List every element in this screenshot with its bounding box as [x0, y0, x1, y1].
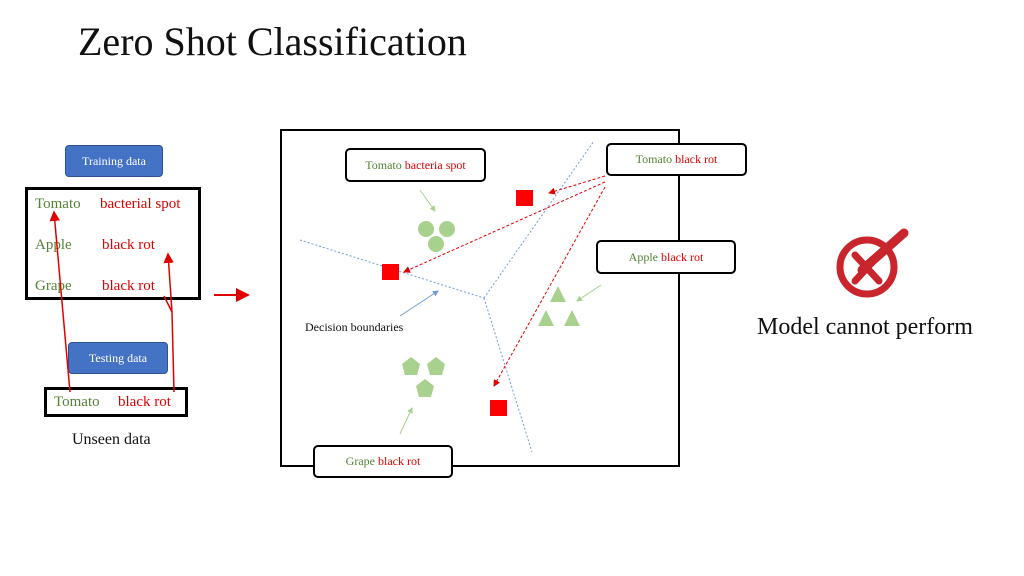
projection-arrow-2 — [403, 181, 606, 273]
projection-arrow-1 — [548, 175, 606, 195]
testing-crop: Tomato — [54, 394, 100, 410]
decision-label-arrow — [399, 290, 439, 317]
unseen-data-label: Unseen data — [72, 431, 151, 448]
label-crop: Tomato — [635, 152, 673, 166]
label-tomato-black-rot: Tomato black rot — [606, 143, 747, 176]
decision-boundary-3 — [483, 297, 533, 453]
tomato-cluster-arrow — [419, 189, 436, 212]
testing-data-table: Tomato black rot — [44, 387, 188, 417]
training-crop-3: Grape — [35, 278, 72, 294]
unseen-sample-square — [490, 400, 507, 416]
label-disease: black rot — [675, 152, 718, 166]
training-crop-1: Tomato — [35, 196, 81, 212]
label-disease: black rot — [378, 454, 421, 468]
grape-point — [427, 357, 445, 375]
mapping-line-black-rot-2 — [163, 295, 173, 313]
apple-point — [564, 310, 580, 326]
decision-boundary-2 — [483, 140, 595, 299]
mapping-line-black-rot — [171, 311, 175, 393]
projection-arrow-3 — [493, 186, 606, 387]
decision-boundaries-label: Decision boundaries — [305, 320, 404, 334]
apple-point — [538, 310, 554, 326]
reject-check-icon — [836, 228, 909, 298]
label-crop: Grape — [345, 454, 375, 468]
training-disease-1: bacterial spot — [100, 196, 181, 212]
label-crop: Tomato — [365, 157, 402, 172]
training-disease-3: black rot — [102, 278, 155, 294]
grape-cluster-arrow — [399, 407, 413, 435]
tomato-point — [418, 221, 434, 237]
training-crop-2: Apple — [35, 237, 72, 253]
label-tomato-bacteria-spot: Tomato bacteria spot — [345, 148, 486, 182]
mapping-arrow-tomato — [49, 210, 71, 393]
label-apple-black-rot: Apple black rot — [596, 240, 736, 274]
apple-cluster-arrow — [576, 284, 602, 302]
unseen-sample-square — [516, 190, 533, 206]
tomato-point — [428, 236, 444, 252]
training-data-button[interactable]: Training data — [65, 145, 163, 177]
label-crop: Apple — [628, 249, 658, 264]
grape-point — [416, 379, 434, 397]
grape-point — [402, 357, 420, 375]
testing-data-button[interactable]: Testing data — [68, 342, 168, 374]
tomato-point — [439, 221, 455, 237]
page-title: Zero Shot Classification — [78, 19, 467, 64]
label-grape-black-rot: Grape black rot — [313, 445, 453, 478]
testing-disease: black rot — [118, 394, 171, 410]
training-data-table: Tomato bacterial spot Apple black rot Gr… — [25, 187, 201, 300]
label-disease: black rot — [661, 249, 704, 264]
label-disease: bacteria spot — [404, 157, 466, 172]
mapping-arrow-black-rot — [163, 252, 174, 313]
unseen-sample-square — [382, 264, 399, 280]
apple-point — [550, 286, 566, 302]
feature-space-plot — [280, 129, 680, 467]
result-text: Model cannot perform — [757, 314, 973, 340]
training-disease-2: black rot — [102, 237, 155, 253]
